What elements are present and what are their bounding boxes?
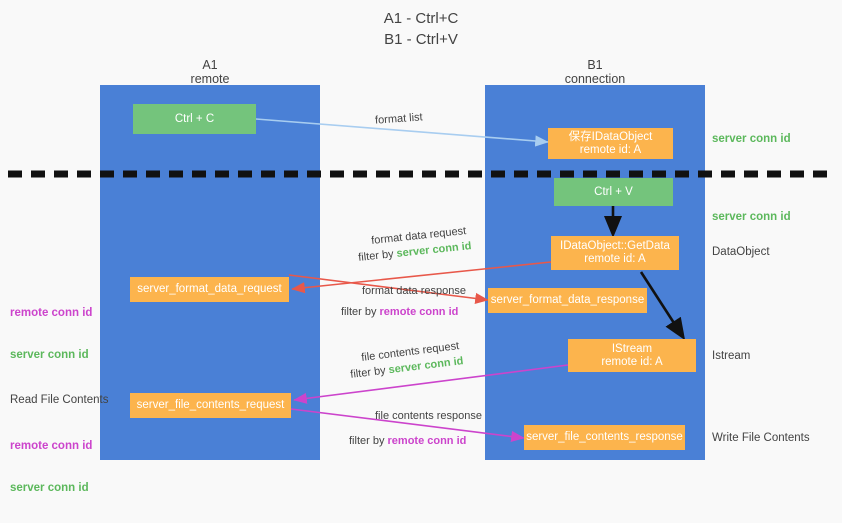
box-save-dataobject[interactable]: 保存IDataObject remote id: A: [548, 128, 673, 159]
label-server-conn-id-top: server conn id: [712, 133, 791, 145]
conn-stack-upper-server: server conn id: [10, 349, 89, 361]
box-server-file-contents-request[interactable]: server_file_contents_request: [130, 393, 291, 418]
label-dataobject: DataObject: [712, 246, 770, 258]
page-title: A1 - Ctrl+C B1 - Ctrl+V: [383, 10, 459, 48]
filter-value-remote-conn-id: remote conn id: [387, 435, 467, 447]
annot-file-contents-response-filter: filter by remote conn id: [349, 434, 466, 448]
box-server-format-data-response[interactable]: server_format_data_response: [488, 288, 647, 313]
label-server-conn-id-mid: server conn id: [712, 211, 791, 223]
annot-format-data-response-filter: filter by remote conn id: [341, 305, 458, 319]
box-server-format-data-request[interactable]: server_format_data_request: [130, 277, 289, 302]
conn-stack-lower-remote: remote conn id: [10, 440, 93, 452]
box-server-file-contents-response[interactable]: server_file_contents_response: [524, 425, 685, 450]
annot-file-contents-response: file contents response: [375, 409, 482, 423]
conn-stack-upper-remote: remote conn id: [10, 307, 93, 319]
box-ctrl-v[interactable]: Ctrl + V: [554, 178, 673, 206]
box-idataobject-getdata[interactable]: IDataObject::GetData remote id: A: [551, 236, 679, 270]
label-read-file-contents: Read File Contents: [10, 394, 109, 406]
conn-stack-lower-server: server conn id: [10, 482, 89, 494]
filter-prefix: filter by: [349, 364, 390, 381]
lane-a1-title: A1 remote: [190, 58, 230, 86]
annot-format-data-response-text: format data response: [362, 285, 466, 297]
box-ctrl-c[interactable]: Ctrl + C: [133, 104, 256, 134]
annot-format-list: format list: [374, 111, 424, 127]
filter-prefix: filter by: [349, 435, 388, 447]
conn-stack-lower: remote conn id server conn id: [10, 411, 92, 523]
diagram-canvas: A1 - Ctrl+C B1 - Ctrl+V A1 remote B1 con…: [8, 10, 834, 494]
conn-stack-upper: remote conn id server conn id: [10, 278, 92, 390]
filter-value-remote-conn-id: remote conn id: [379, 306, 459, 318]
lane-b1-title: B1 connection: [564, 58, 626, 86]
box-istream[interactable]: IStream remote id: A: [568, 339, 696, 372]
annot-file-contents-response-text: file contents response: [375, 410, 483, 422]
label-istream: Istream: [712, 350, 751, 362]
annot-format-data-response: format data response: [362, 284, 466, 298]
filter-prefix: filter by: [341, 306, 380, 318]
label-write-file-contents: Write File Contents: [712, 432, 810, 444]
filter-prefix: filter by: [357, 247, 398, 264]
